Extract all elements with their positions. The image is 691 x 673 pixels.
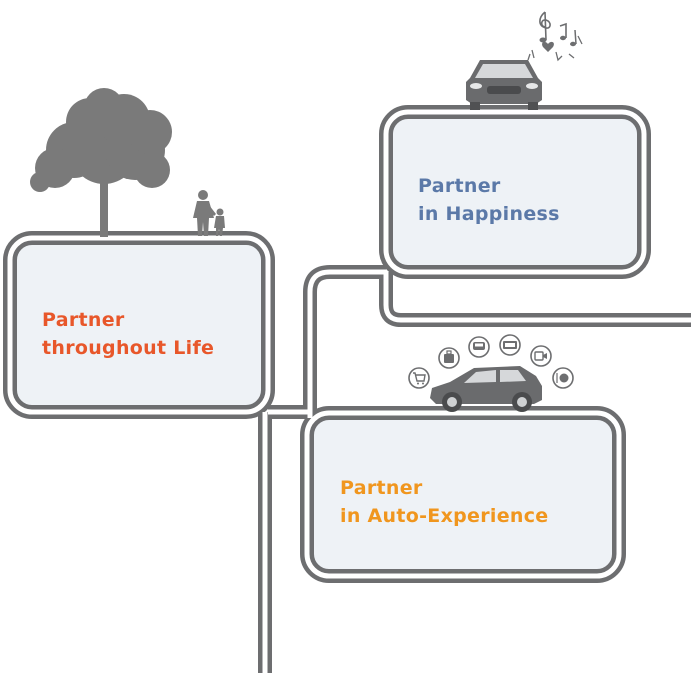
road-network	[3, 105, 691, 673]
card-auto-label: Partner in Auto-Experience	[340, 474, 548, 530]
cart-icon	[408, 367, 430, 389]
card-happiness-line2: in Happiness	[418, 203, 560, 225]
card-happiness-line1: Partner	[418, 175, 501, 197]
car-side-icon	[430, 366, 542, 412]
tree-icon	[30, 88, 172, 237]
music-notes-icon	[527, 11, 583, 62]
dining-icon	[552, 367, 574, 389]
card-happiness-label: Partner in Happiness	[418, 172, 560, 228]
card-auto-background	[307, 413, 619, 576]
card-life-line1: Partner	[42, 309, 125, 331]
car-front-icon	[466, 60, 542, 110]
bus-icon	[468, 336, 490, 358]
card-life-background	[10, 238, 268, 412]
ticket-icon	[499, 334, 521, 356]
card-happiness-background	[386, 112, 644, 272]
luggage-icon	[438, 347, 460, 369]
family-icon	[193, 190, 225, 236]
card-life-label: Partner throughout Life	[42, 306, 214, 362]
card-auto-line1: Partner	[340, 477, 423, 499]
card-life-line2: throughout Life	[42, 337, 215, 359]
video-icon	[530, 345, 552, 367]
card-auto-line2: in Auto-Experience	[340, 505, 549, 527]
